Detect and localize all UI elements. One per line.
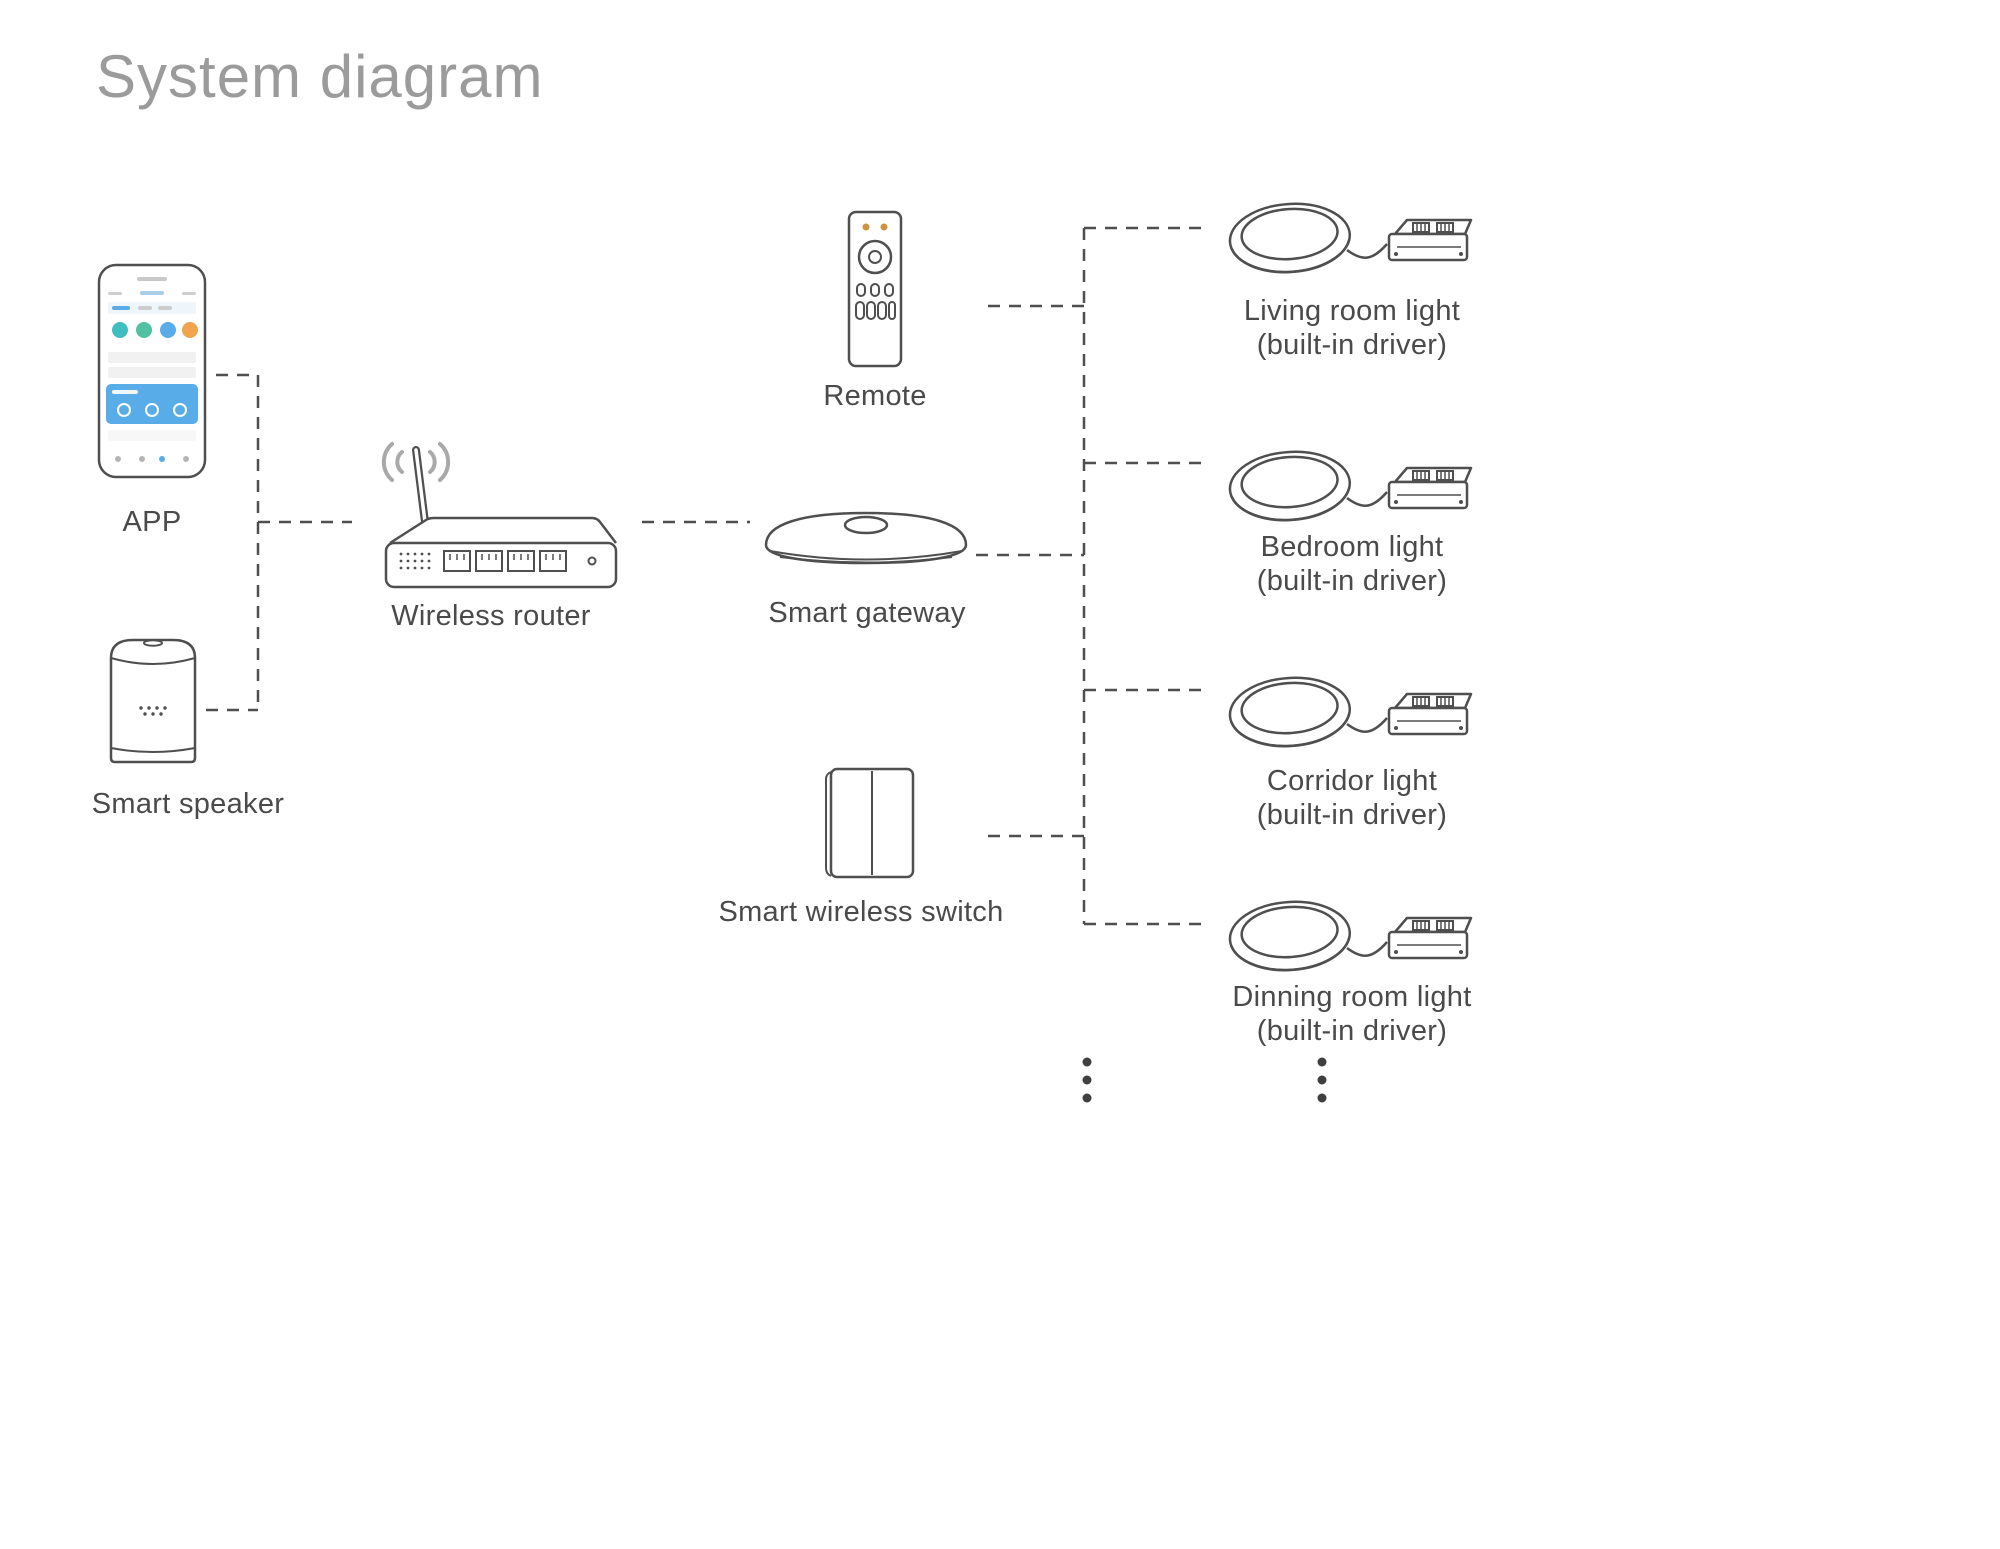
light-sub: (built-in driver) — [1256, 329, 1448, 361]
node-switch — [822, 766, 918, 880]
remote-control-icon — [847, 210, 903, 368]
gateway-label: Smart gateway — [768, 597, 966, 629]
light-name: Living room light — [1243, 295, 1461, 327]
node-app — [96, 262, 208, 480]
light-bedroom-label: Bedroom light (built-in driver) — [1202, 530, 1502, 598]
light-sub: (built-in driver) — [1256, 565, 1448, 597]
light-corridor-label: Corridor light (built-in driver) — [1202, 764, 1502, 832]
light-name: Corridor light — [1266, 765, 1438, 797]
node-router — [374, 438, 626, 596]
ceiling-light-icon — [1225, 666, 1475, 778]
light-name: Bedroom light — [1260, 531, 1444, 563]
light-sub: (built-in driver) — [1256, 1015, 1448, 1047]
smartphone-icon — [97, 263, 207, 479]
page-title: System diagram — [96, 43, 544, 110]
speaker-label: Smart speaker — [91, 788, 285, 820]
light-sub: (built-in driver) — [1256, 799, 1448, 831]
wireless-router-icon — [381, 442, 618, 589]
more-devices-ellipsis — [1082, 1057, 1327, 1103]
ceiling-light-icon — [1225, 192, 1475, 304]
remote-label: Remote — [823, 380, 927, 412]
node-gateway — [762, 497, 970, 575]
light-name: Dinning room light — [1232, 981, 1472, 1013]
switch-label: Smart wireless switch — [718, 896, 1004, 928]
light-living-room-label: Living room light (built-in driver) — [1202, 294, 1502, 362]
router-label: Wireless router — [391, 600, 591, 632]
light-dinning-room-label: Dinning room light (built-in driver) — [1202, 980, 1502, 1048]
node-speaker — [107, 634, 199, 766]
smart-gateway-icon — [764, 511, 968, 565]
node-light-living-room — [1225, 192, 1475, 304]
node-remote — [846, 210, 904, 368]
smart-speaker-icon — [109, 638, 197, 764]
app-label: APP — [122, 506, 182, 538]
wireless-switch-icon — [825, 767, 915, 879]
node-light-corridor — [1225, 666, 1475, 778]
